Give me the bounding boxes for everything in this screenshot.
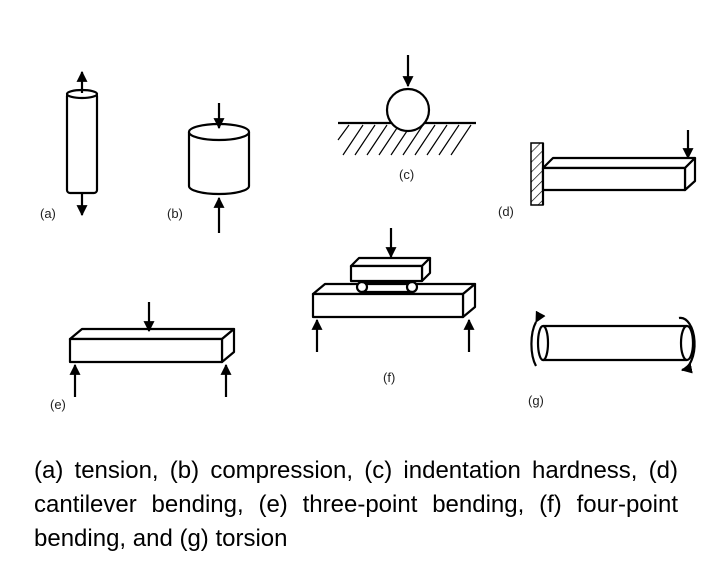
mechanical-test-diagram: (a) (b) (c) [40,55,697,412]
torsion-arrow-left [530,310,546,367]
indentation-specimen [337,55,476,156]
cantilever-specimen [530,130,697,206]
figure-caption: (a) tension, (b) compression, (c) indent… [34,457,678,552]
tension-specimen [65,70,99,217]
torsion-specimen [530,310,696,374]
label-a: (a) [40,206,56,221]
four-point-specimen [311,228,477,352]
torsion-arrow-right [678,316,696,374]
three-point-specimen [68,302,236,397]
label-g: (g) [528,393,544,408]
label-e: (e) [50,397,66,412]
indenter-ball [385,87,431,133]
compression-specimen [187,103,251,233]
label-d: (d) [498,204,514,219]
label-b: (b) [167,206,183,221]
label-c: (c) [399,167,414,182]
label-f: (f) [383,370,395,385]
